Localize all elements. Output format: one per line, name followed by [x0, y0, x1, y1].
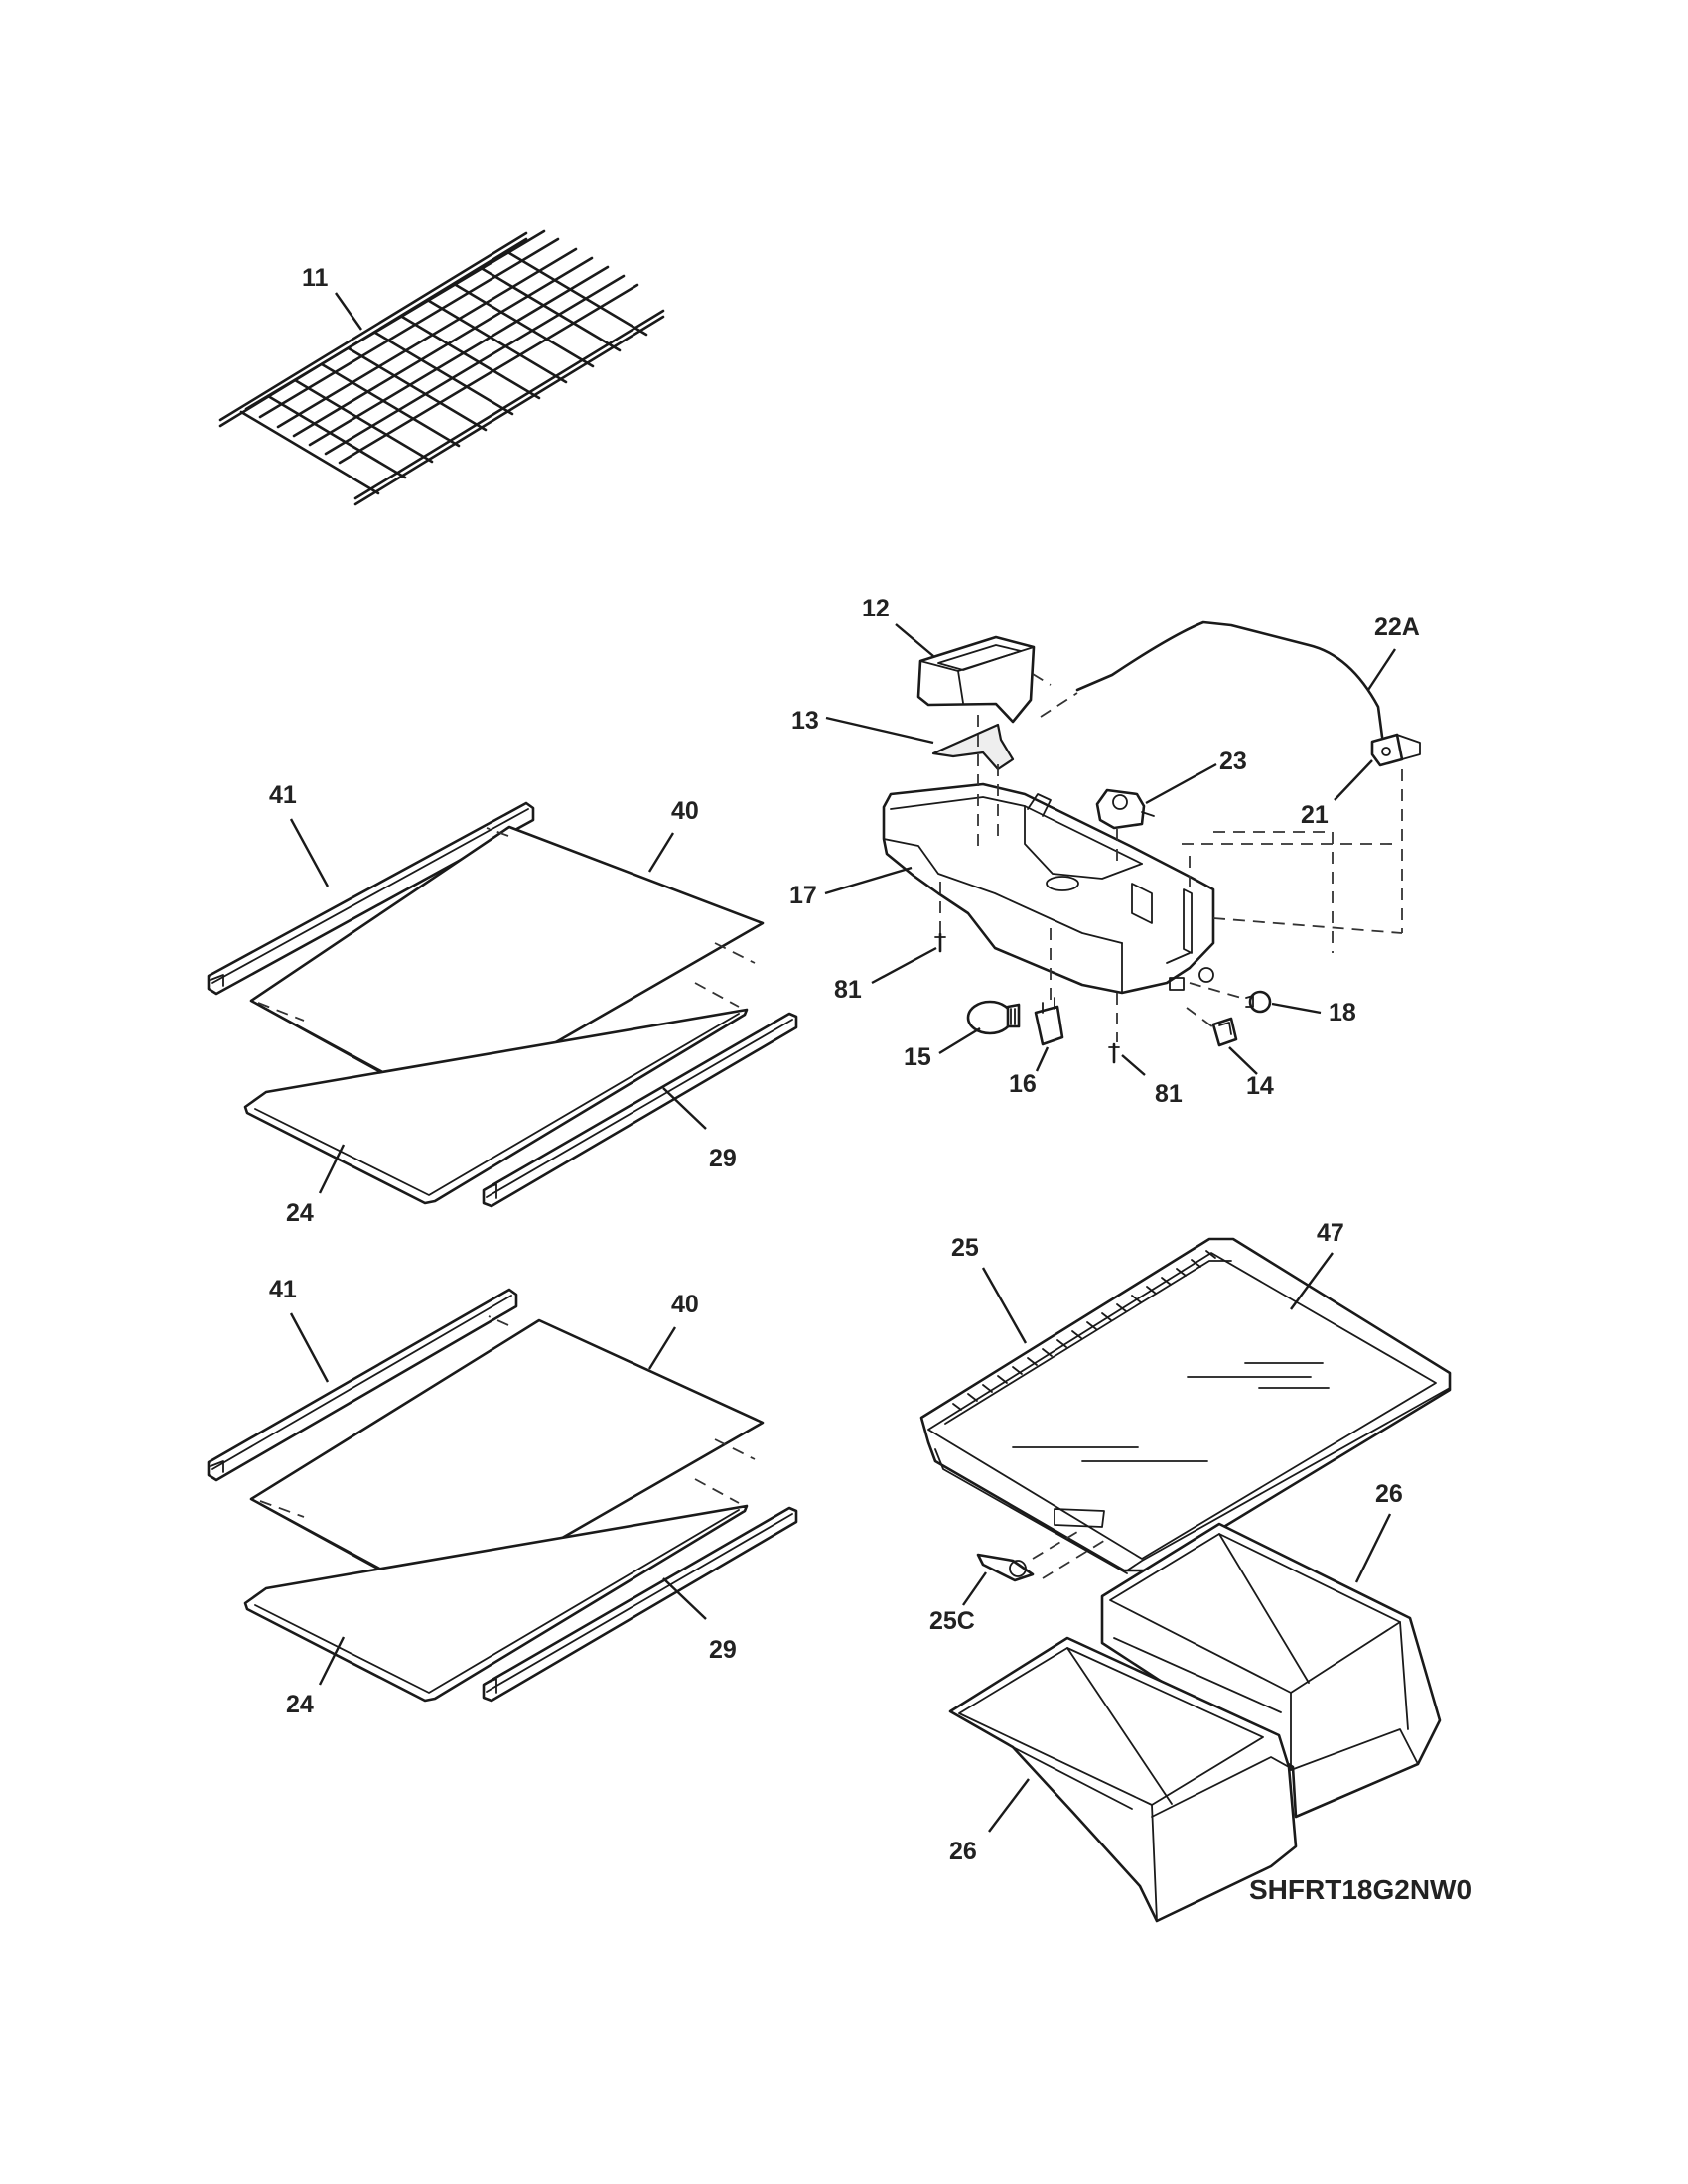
callout-23: 23: [1219, 748, 1247, 775]
light-housing-top: [916, 635, 1036, 724]
callout-18: 18: [1329, 999, 1356, 1026]
diagram-code: SHFRT18G2NW0: [1249, 1874, 1472, 1905]
callout-24-lower: 24: [286, 1691, 314, 1718]
callout-29-upper: 29: [709, 1145, 737, 1172]
light-socket: [1034, 997, 1064, 1046]
callout-12: 12: [862, 595, 890, 622]
control-housing-assembly: 12 13 22A 23 21 17 81 15 16 81 14 18: [789, 595, 1421, 1108]
crisper-assembly: 25 47 25C 26 26: [919, 1219, 1452, 1923]
control-housing: [882, 782, 1215, 995]
damper-control: [1095, 788, 1155, 830]
screw-upper: [934, 932, 946, 953]
callout-14: 14: [1246, 1072, 1274, 1100]
callout-81-a: 81: [834, 976, 862, 1004]
crisper-cover: [919, 1237, 1452, 1574]
crisper-slider: [976, 1553, 1035, 1582]
wire-shelf: 11: [218, 229, 665, 506]
knob: [1245, 990, 1272, 1014]
crisper-drawer-right: [1100, 1522, 1442, 1819]
capillary-tube: [1075, 620, 1384, 739]
callout-29-lower: 29: [709, 1636, 737, 1664]
callout-26-left: 26: [949, 1838, 977, 1865]
callout-26-right: 26: [1375, 1480, 1403, 1508]
light-bulb: [966, 1000, 1021, 1035]
crisper-drawer-left: [948, 1636, 1298, 1923]
callout-16: 16: [1009, 1070, 1037, 1098]
callout-40-upper: 40: [671, 797, 699, 825]
callout-21: 21: [1301, 801, 1329, 829]
callout-22a: 22A: [1374, 614, 1420, 641]
callout-13: 13: [791, 707, 819, 735]
callout-81-b: 81: [1155, 1080, 1183, 1108]
light-shield: [931, 723, 1015, 771]
upper-shelf-assembly: 41 40 29 24: [207, 781, 798, 1227]
callout-47: 47: [1317, 1219, 1344, 1247]
callout-15: 15: [904, 1043, 931, 1071]
thermostat: [1370, 733, 1421, 767]
crisper-cover-vents: [952, 1250, 1216, 1411]
lower-shelf-assembly: 41 40 29 24: [207, 1276, 798, 1718]
light-switch: [1211, 1017, 1238, 1047]
screw-lower: [1108, 1042, 1120, 1064]
callout-25: 25: [951, 1234, 979, 1262]
callout-25c: 25C: [929, 1607, 975, 1635]
callout-40-lower: 40: [671, 1291, 699, 1318]
callout-17: 17: [789, 882, 817, 909]
callout-41-lower: 41: [269, 1276, 297, 1303]
callout-41-upper: 41: [269, 781, 297, 809]
callout-24-upper: 24: [286, 1199, 314, 1227]
callout-11: 11: [302, 264, 329, 292]
